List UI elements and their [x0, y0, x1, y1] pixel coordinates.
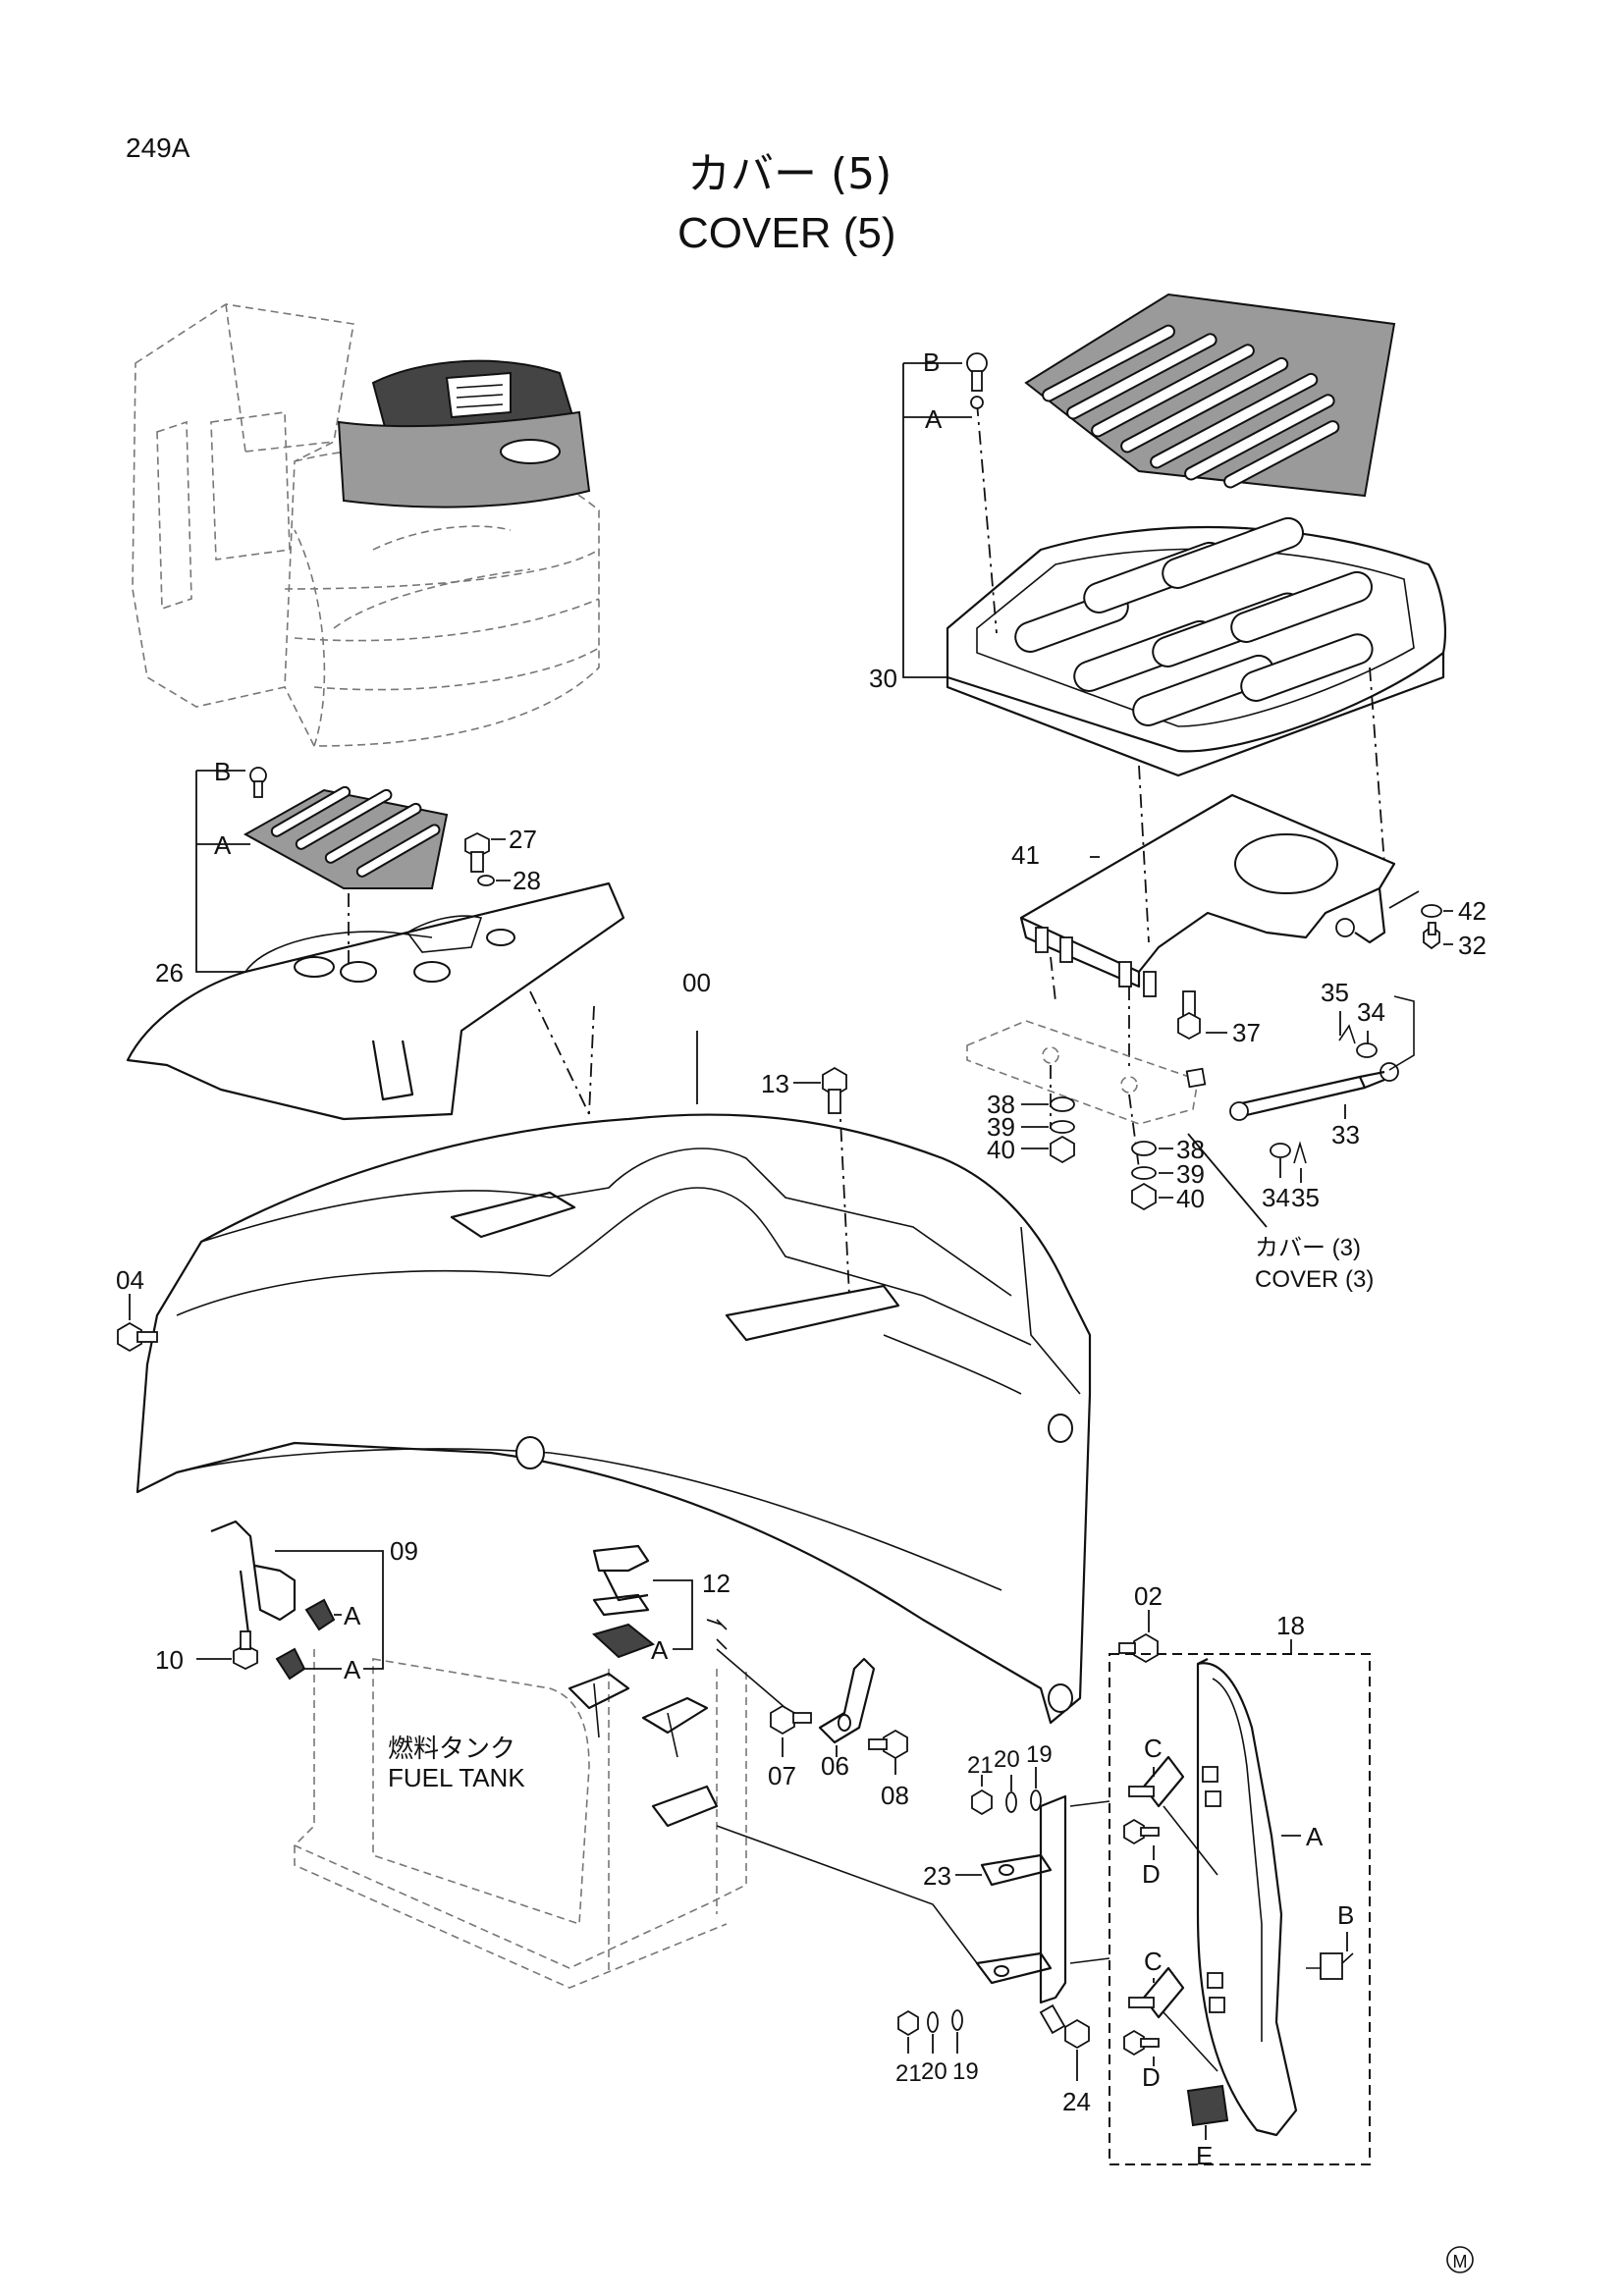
letter-top-a: A [925, 404, 943, 434]
title-japanese: カバー (5) [687, 149, 892, 199]
main-cover-00 [135, 1005, 1092, 1725]
callout-40a: 40 [987, 1135, 1015, 1164]
callout-24: 24 [1062, 2087, 1091, 2116]
callout-41: 41 [1011, 840, 1040, 870]
callout-33: 33 [1331, 1120, 1360, 1149]
hardware-27-28 [464, 831, 495, 886]
callout-40b: 40 [1176, 1184, 1205, 1213]
fuel-tank-label-jp: 燃料タンク [388, 1734, 515, 1763]
fuel-tank-label-en: FUEL TANK [388, 1763, 525, 1792]
machine-overview [132, 303, 600, 747]
page-code: 249A [126, 133, 190, 163]
callout-23: 23 [923, 1861, 951, 1891]
letter-c-top: C [1144, 1734, 1163, 1763]
letter-d-top: D [1142, 1859, 1161, 1889]
letter-d-bottom: D [1142, 2062, 1161, 2092]
callout-34a: 34 [1357, 997, 1385, 1027]
mounting-bracket-41 [1019, 793, 1396, 1070]
callout-19b: 19 [952, 2058, 979, 2085]
callout-28: 28 [513, 866, 541, 895]
hardware-38-39-40-left [1050, 1096, 1075, 1164]
callout-06: 06 [821, 1751, 849, 1781]
letter-top-b: B [923, 347, 940, 377]
callout-34b: 34 [1262, 1183, 1290, 1212]
callout-21a: 21 [967, 1752, 994, 1779]
callout-35a: 35 [1321, 978, 1349, 1007]
reference-plate-cover3 [966, 1020, 1199, 1169]
bolt-04 [117, 1321, 158, 1353]
letter-09-a2: A [344, 1655, 361, 1684]
bracket-09 [210, 1520, 336, 1681]
callout-21b: 21 [895, 2060, 922, 2087]
gas-strut-33 [1185, 995, 1415, 1164]
ref-cover3-jp: カバー (3) [1255, 1235, 1361, 1261]
hinge-bracket-23 [716, 1794, 1110, 2050]
mark-letter: M [1453, 2252, 1468, 2271]
fuel-tank-reference [293, 1649, 747, 1989]
hardware-38-39-40-right [1131, 1141, 1157, 1211]
letter-left-a: A [214, 830, 232, 860]
bolt-37 [1177, 990, 1201, 1041]
callout-08: 08 [881, 1781, 909, 1810]
hardware-21-20-19-top [971, 1789, 1042, 1816]
callout-37: 37 [1232, 1018, 1261, 1047]
callout-19a: 19 [1026, 1741, 1053, 1768]
callout-38a: 38 [987, 1090, 1015, 1119]
side-door-panel [1123, 1658, 1354, 2137]
callout-26: 26 [155, 958, 184, 988]
callout-32: 32 [1458, 931, 1487, 960]
callout-12: 12 [702, 1569, 730, 1598]
letter-left-b: B [214, 757, 231, 786]
callout-00: 00 [682, 968, 711, 997]
callout-39a: 39 [987, 1112, 1015, 1142]
callout-30: 30 [869, 664, 897, 693]
callout-04: 04 [116, 1265, 144, 1295]
callout-27: 27 [509, 825, 537, 854]
mark-circle [1446, 2246, 1474, 2273]
hardware-21-20-19-bottom [897, 2009, 963, 2037]
callout-38b: 38 [1176, 1135, 1205, 1164]
ref-cover3-en: COVER (3) [1255, 1266, 1374, 1293]
letter-09-a1: A [344, 1601, 361, 1630]
letter-c-bottom: C [1144, 1947, 1163, 1976]
letter-12-a: A [651, 1635, 669, 1665]
hardware-42-32 [1421, 904, 1442, 950]
callout-42: 42 [1458, 896, 1487, 926]
callout-18: 18 [1276, 1611, 1305, 1640]
hardware-07-06-08 [716, 1648, 908, 1760]
callout-35b: 35 [1291, 1183, 1320, 1212]
bolt-02 [1118, 1632, 1159, 1664]
title-english: COVER (5) [677, 209, 895, 257]
top-grille-plate [946, 293, 1446, 943]
letter-18-e: E [1196, 2141, 1213, 2170]
callout-13: 13 [761, 1069, 789, 1098]
small-grille-cover-26 [126, 767, 625, 1121]
callout-20a: 20 [994, 1746, 1020, 1773]
bolt-13 [822, 1066, 847, 1114]
callout-09: 09 [390, 1536, 418, 1566]
group-box-18 [1109, 1653, 1371, 2165]
rubber-mount-12 [592, 1544, 728, 1659]
callout-20b: 20 [921, 2058, 947, 2085]
callout-07: 07 [768, 1761, 796, 1790]
callout-39b: 39 [1176, 1159, 1205, 1189]
letter-18-a: A [1306, 1822, 1324, 1851]
callout-10: 10 [155, 1645, 184, 1675]
letter-18-b: B [1337, 1900, 1354, 1930]
callout-02: 02 [1134, 1581, 1163, 1611]
